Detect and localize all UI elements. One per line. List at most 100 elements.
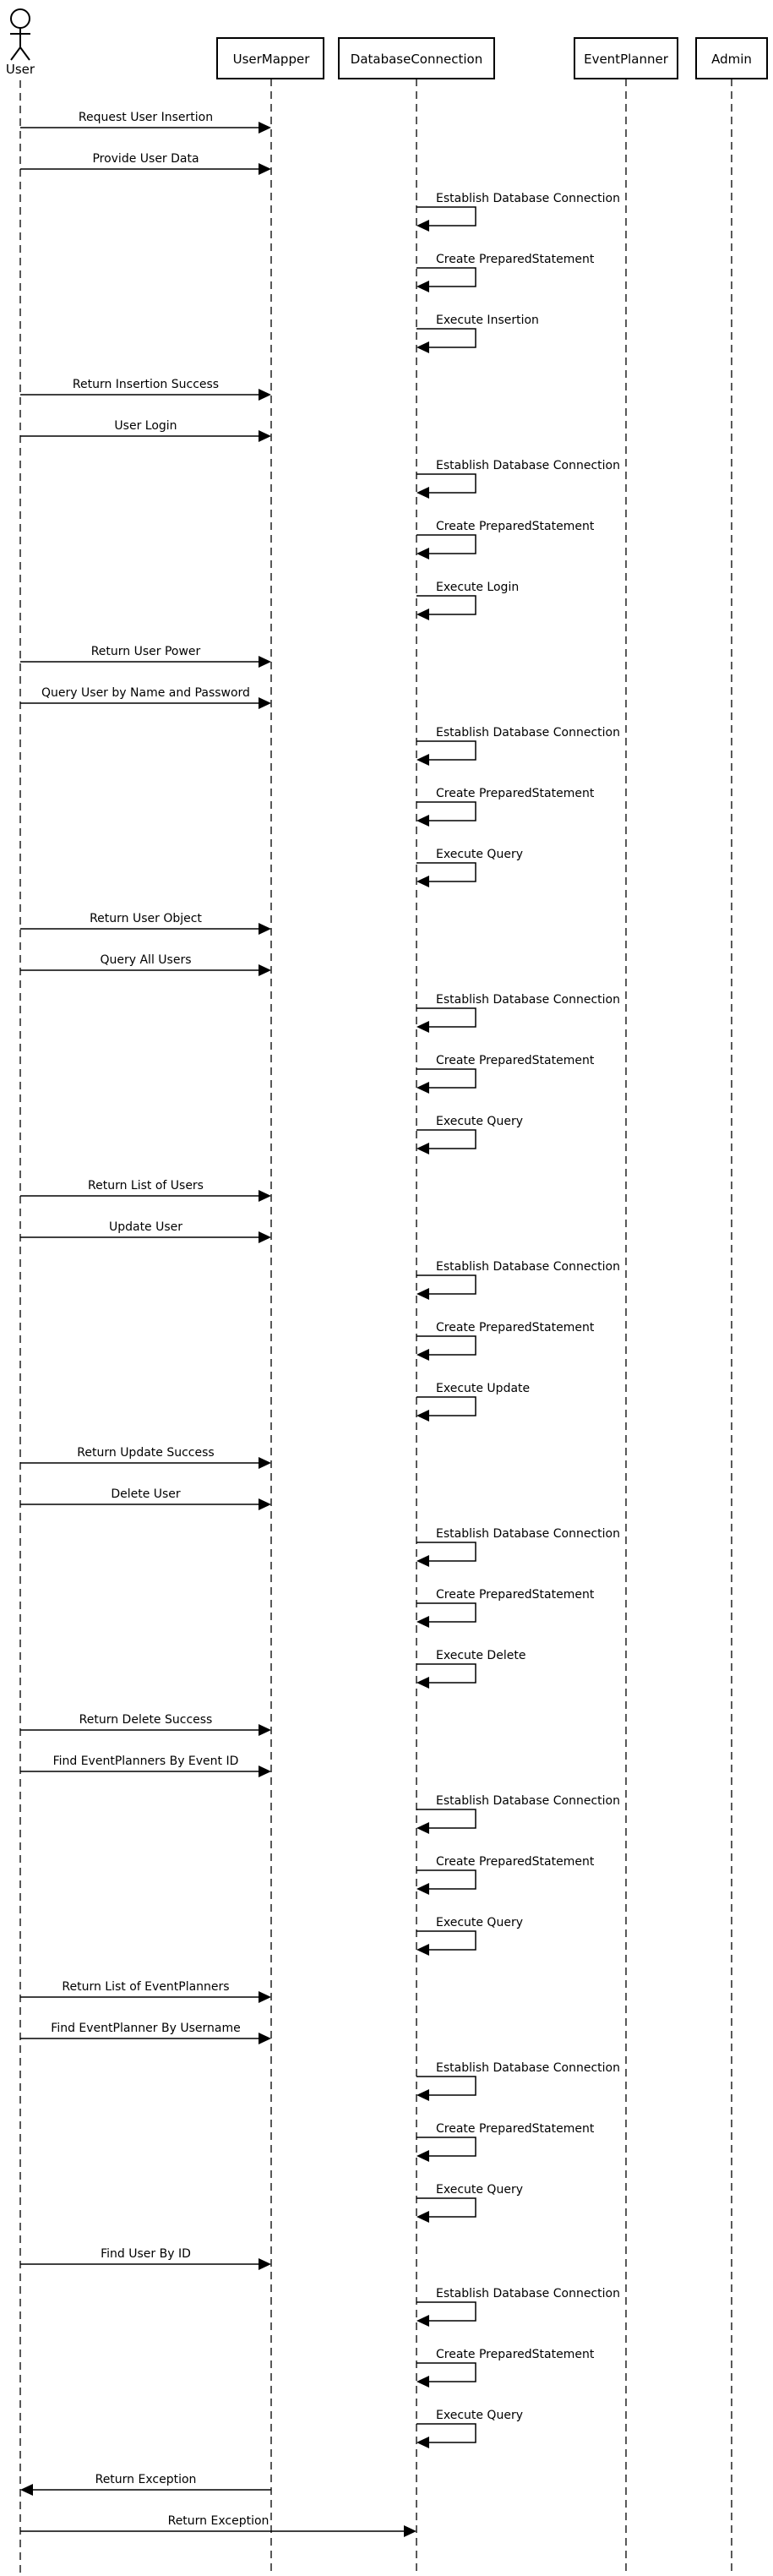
message-4: Create PreparedStatement bbox=[416, 253, 595, 292]
arrowhead bbox=[404, 2525, 416, 2537]
message-27: Delete User bbox=[20, 1487, 271, 1510]
message-label: Create PreparedStatement bbox=[436, 2122, 595, 2136]
message-line bbox=[416, 1068, 476, 1089]
message-38: Establish Database Connection bbox=[416, 2061, 620, 2101]
message-label: Create PreparedStatement bbox=[436, 1588, 595, 1602]
arrowhead bbox=[416, 754, 429, 766]
message-label: Execute Login bbox=[436, 581, 519, 594]
message-9: Create PreparedStatement bbox=[416, 520, 595, 559]
arrowhead bbox=[416, 1410, 429, 1422]
message-line bbox=[416, 2137, 476, 2157]
arrowhead bbox=[259, 1190, 271, 1202]
message-line bbox=[416, 862, 476, 882]
message-2: Provide User Data bbox=[20, 152, 271, 175]
arrowhead bbox=[259, 163, 271, 175]
message-line bbox=[416, 1542, 476, 1562]
message-30: Execute Delete bbox=[416, 1649, 525, 1689]
message-label: Establish Database Connection bbox=[436, 1260, 620, 1274]
message-line bbox=[416, 1274, 476, 1295]
message-label: Establish Database Connection bbox=[436, 459, 620, 472]
message-16: Return User Object bbox=[20, 912, 271, 935]
lifelines bbox=[19, 79, 732, 2576]
participant-admin: Admin bbox=[695, 37, 768, 79]
arrowhead bbox=[416, 1822, 429, 1834]
arrowhead bbox=[416, 609, 429, 620]
message-label: Create PreparedStatement bbox=[436, 1855, 595, 1869]
arrowhead bbox=[416, 2437, 429, 2448]
message-label: Execute Delete bbox=[436, 1649, 525, 1662]
message-label: Execute Query bbox=[436, 1115, 523, 1128]
message-44: Execute Query bbox=[416, 2409, 523, 2448]
message-line bbox=[416, 1663, 476, 1684]
arrowhead bbox=[416, 1883, 429, 1895]
arrowhead bbox=[259, 964, 271, 976]
participant-usermapper: UserMapper bbox=[216, 37, 324, 79]
message-21: Return List of Users bbox=[20, 1179, 271, 1202]
arrowhead bbox=[416, 2150, 429, 2162]
message-label: Return Delete Success bbox=[79, 1713, 213, 1727]
arrowhead bbox=[259, 2033, 271, 2044]
message-label: Return Insertion Success bbox=[73, 378, 219, 391]
message-label: Find EventPlanner By Username bbox=[51, 2022, 240, 2035]
message-35: Execute Query bbox=[416, 1916, 523, 1956]
participant-box-admin bbox=[695, 37, 768, 79]
message-3: Establish Database Connection bbox=[416, 192, 620, 232]
message-46: Return Exception bbox=[20, 2514, 416, 2537]
message-42: Establish Database Connection bbox=[416, 2287, 620, 2327]
message-line bbox=[416, 1335, 476, 1356]
arrowhead bbox=[416, 2315, 429, 2327]
message-line bbox=[416, 534, 476, 554]
message-label: Return Update Success bbox=[77, 1446, 214, 1460]
message-line bbox=[416, 595, 476, 615]
arrowhead bbox=[259, 1991, 271, 2003]
arrowhead bbox=[259, 122, 271, 134]
message-22: Update User bbox=[20, 1220, 271, 1243]
arrowhead bbox=[416, 2211, 429, 2223]
message-label: Return Exception bbox=[168, 2514, 269, 2528]
participant-dbconn: DatabaseConnection bbox=[338, 37, 495, 79]
arrowhead bbox=[416, 1555, 429, 1567]
message-13: Establish Database Connection bbox=[416, 726, 620, 766]
message-line bbox=[416, 1129, 476, 1149]
participant-label-eventplanner: EventPlanner bbox=[584, 52, 669, 67]
actor-head bbox=[10, 8, 30, 29]
message-29: Create PreparedStatement bbox=[416, 1588, 595, 1628]
message-label: Find User By ID bbox=[101, 2247, 191, 2261]
arrowhead bbox=[416, 341, 429, 353]
message-label: Return List of EventPlanners bbox=[62, 1980, 229, 1994]
arrowhead bbox=[416, 2089, 429, 2101]
arrowhead bbox=[416, 1677, 429, 1689]
message-36: Return List of EventPlanners bbox=[20, 1980, 271, 2003]
message-label: Establish Database Connection bbox=[436, 726, 620, 740]
message-label: Query User by Name and Password bbox=[41, 686, 250, 700]
message-line bbox=[416, 740, 476, 761]
arrowhead bbox=[259, 1724, 271, 1736]
participant-label-admin: Admin bbox=[711, 52, 752, 67]
arrowhead bbox=[416, 281, 429, 292]
message-line bbox=[416, 2423, 476, 2443]
message-line bbox=[416, 1809, 476, 1829]
message-line bbox=[416, 267, 476, 287]
message-15: Execute Query bbox=[416, 848, 523, 887]
arrowhead bbox=[259, 1231, 271, 1243]
message-line bbox=[416, 1007, 476, 1028]
message-25: Execute Update bbox=[416, 1382, 530, 1422]
message-26: Return Update Success bbox=[20, 1446, 271, 1469]
message-label: User Login bbox=[114, 419, 177, 433]
message-24: Create PreparedStatement bbox=[416, 1321, 595, 1361]
message-label: Execute Insertion bbox=[436, 314, 539, 327]
message-39: Create PreparedStatement bbox=[416, 2122, 595, 2162]
arrowhead bbox=[259, 1498, 271, 1510]
message-line bbox=[416, 1602, 476, 1623]
message-line bbox=[416, 473, 476, 494]
message-label: Create PreparedStatement bbox=[436, 1321, 595, 1334]
message-line bbox=[416, 328, 476, 348]
message-label: Execute Query bbox=[436, 2409, 523, 2422]
message-18: Establish Database Connection bbox=[416, 993, 620, 1033]
message-5: Execute Insertion bbox=[416, 314, 539, 353]
arrowhead bbox=[20, 2484, 33, 2496]
message-45: Return Exception bbox=[20, 2473, 271, 2496]
arrowhead bbox=[259, 2258, 271, 2270]
